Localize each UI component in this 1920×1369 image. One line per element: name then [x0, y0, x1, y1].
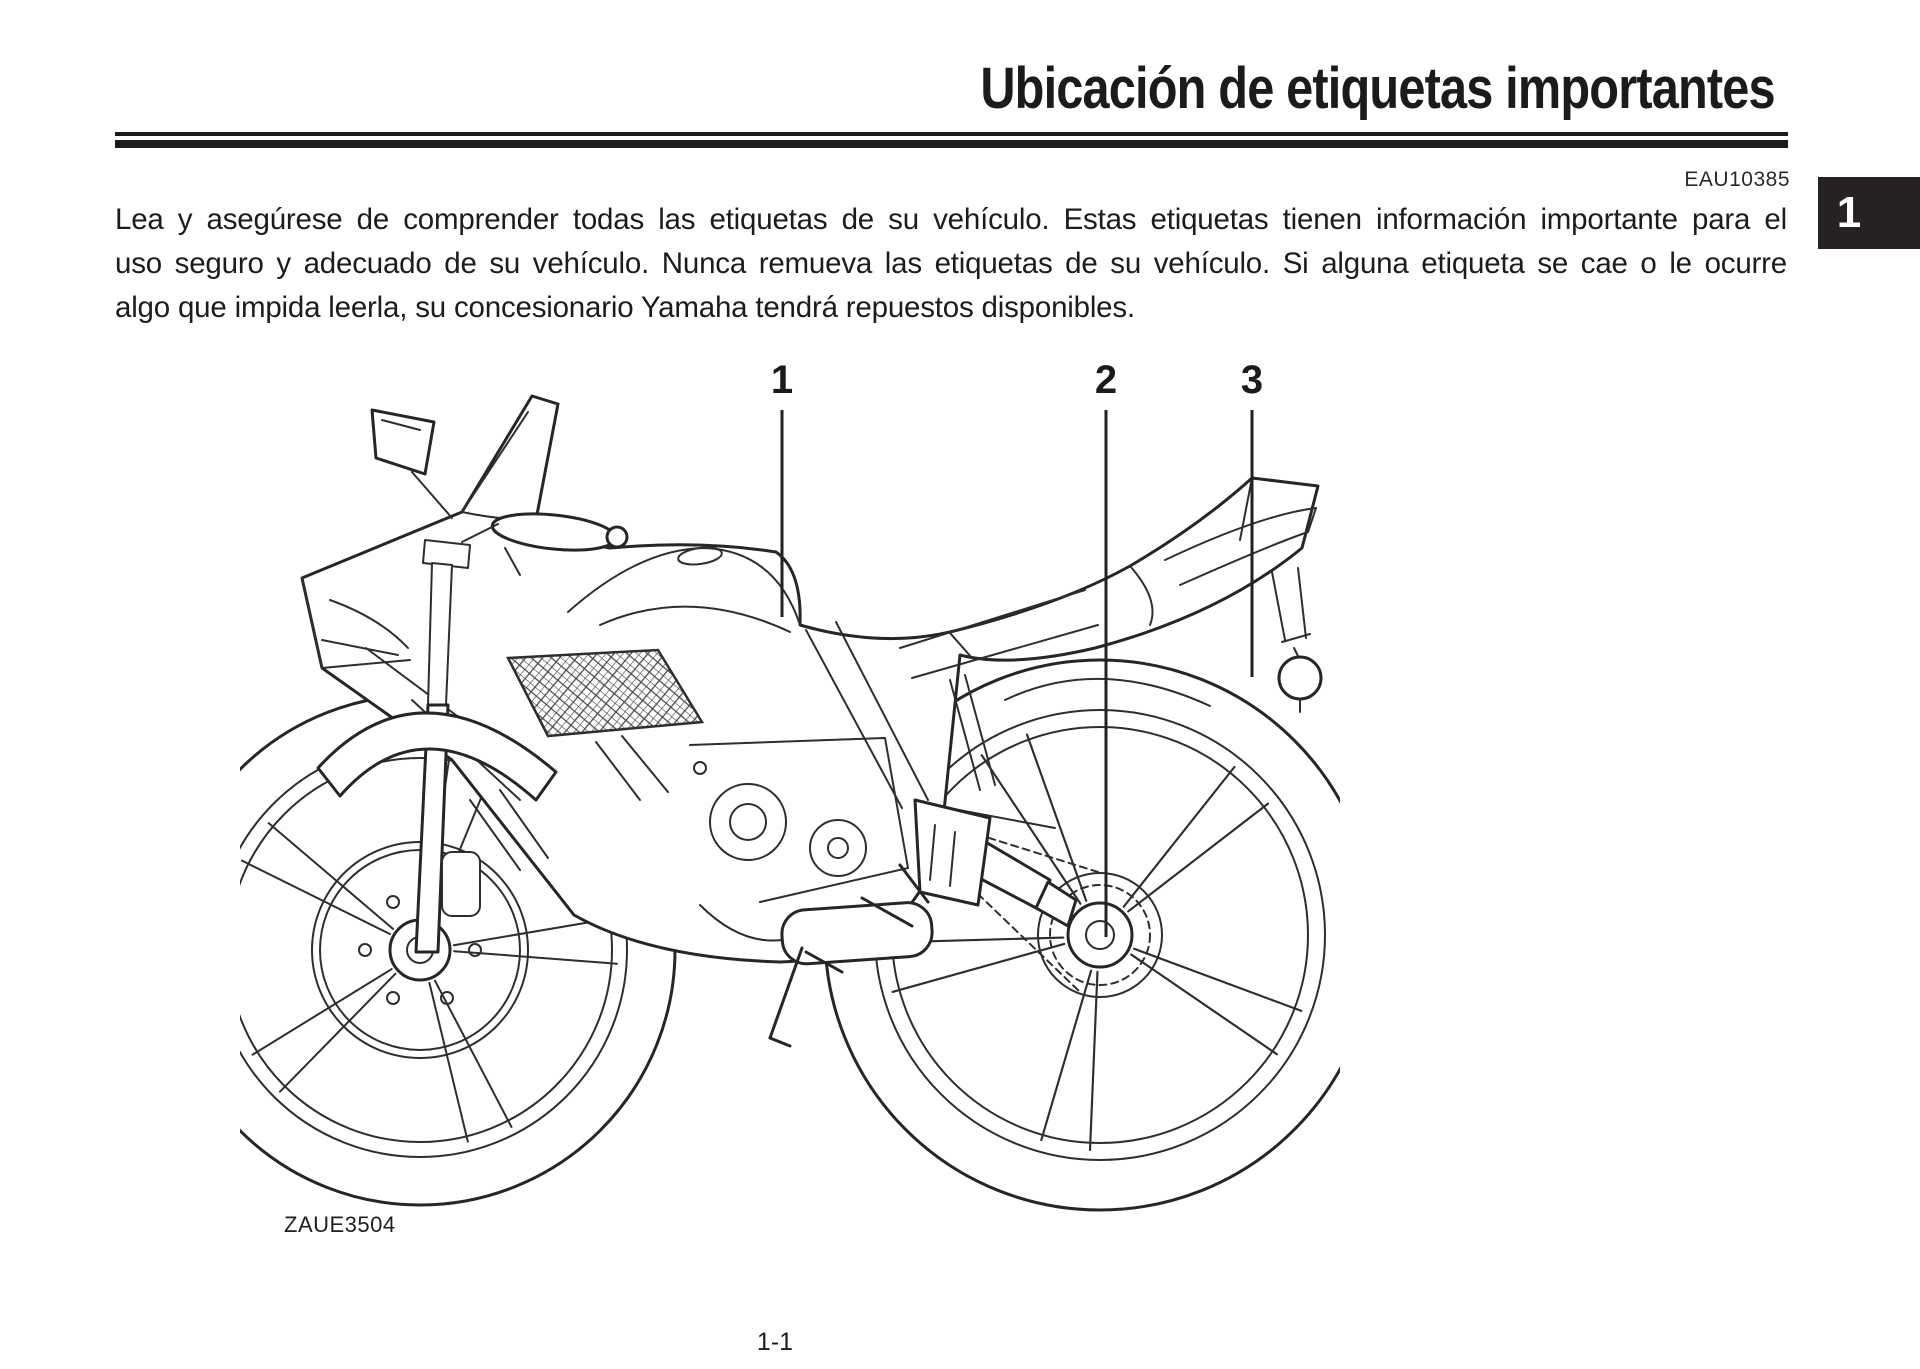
side-stand [768, 946, 844, 1048]
footpeg-bracket [860, 798, 992, 928]
body-paragraph: Lea y asegúrese de comprender todas las … [115, 198, 1787, 330]
motorcycle-illustration [240, 394, 1340, 1212]
header-double-rule [115, 132, 1788, 148]
grab-rail [1164, 507, 1317, 586]
callout-2: 2 [1094, 358, 1118, 402]
chapter-number: 1 [1836, 188, 1862, 237]
paragraph-line: algo que impida leerla, su concesionario… [115, 291, 1135, 324]
mirror [370, 408, 453, 519]
paragraph-line: Lea y asegúrese de comprender todas las … [115, 203, 1787, 236]
front-fender [316, 711, 558, 802]
chapter-tab: 1 [1818, 177, 1920, 249]
rule-thin [115, 132, 1788, 136]
front-fork [414, 539, 481, 954]
figure-code: ZAUE3504 [284, 1212, 396, 1237]
callout-3: 3 [1240, 358, 1264, 402]
callout-1: 1 [770, 358, 794, 402]
handlebar-grip [461, 512, 629, 576]
page-title: Ubicación de etiquetas importantes [980, 56, 1776, 121]
paragraph-line: uso seguro y adecuado de su vehículo. Nu… [115, 247, 1787, 280]
reference-code: EAU10385 [1684, 168, 1790, 191]
rear-turn-signal [1271, 567, 1323, 713]
engine [689, 737, 909, 903]
page-number: 1-1 [756, 1328, 794, 1356]
rule-thick [115, 140, 1788, 148]
